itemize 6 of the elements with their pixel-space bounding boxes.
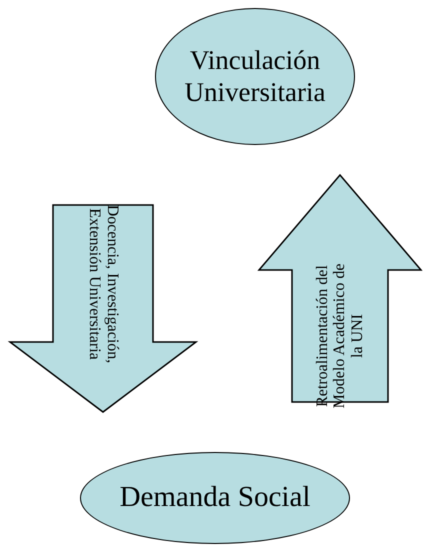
block-arrow (8, 204, 198, 413)
block-arrow (257, 174, 423, 403)
edge-label: Docencia, Investigación, Extensión Universitaria (85, 203, 122, 365)
node-label: Demanda Social (120, 481, 310, 515)
edge-label: Retroalimentación del Modelo Académico de la UNI (312, 262, 367, 410)
node-label: Vinculación Universitaria (184, 45, 326, 108)
